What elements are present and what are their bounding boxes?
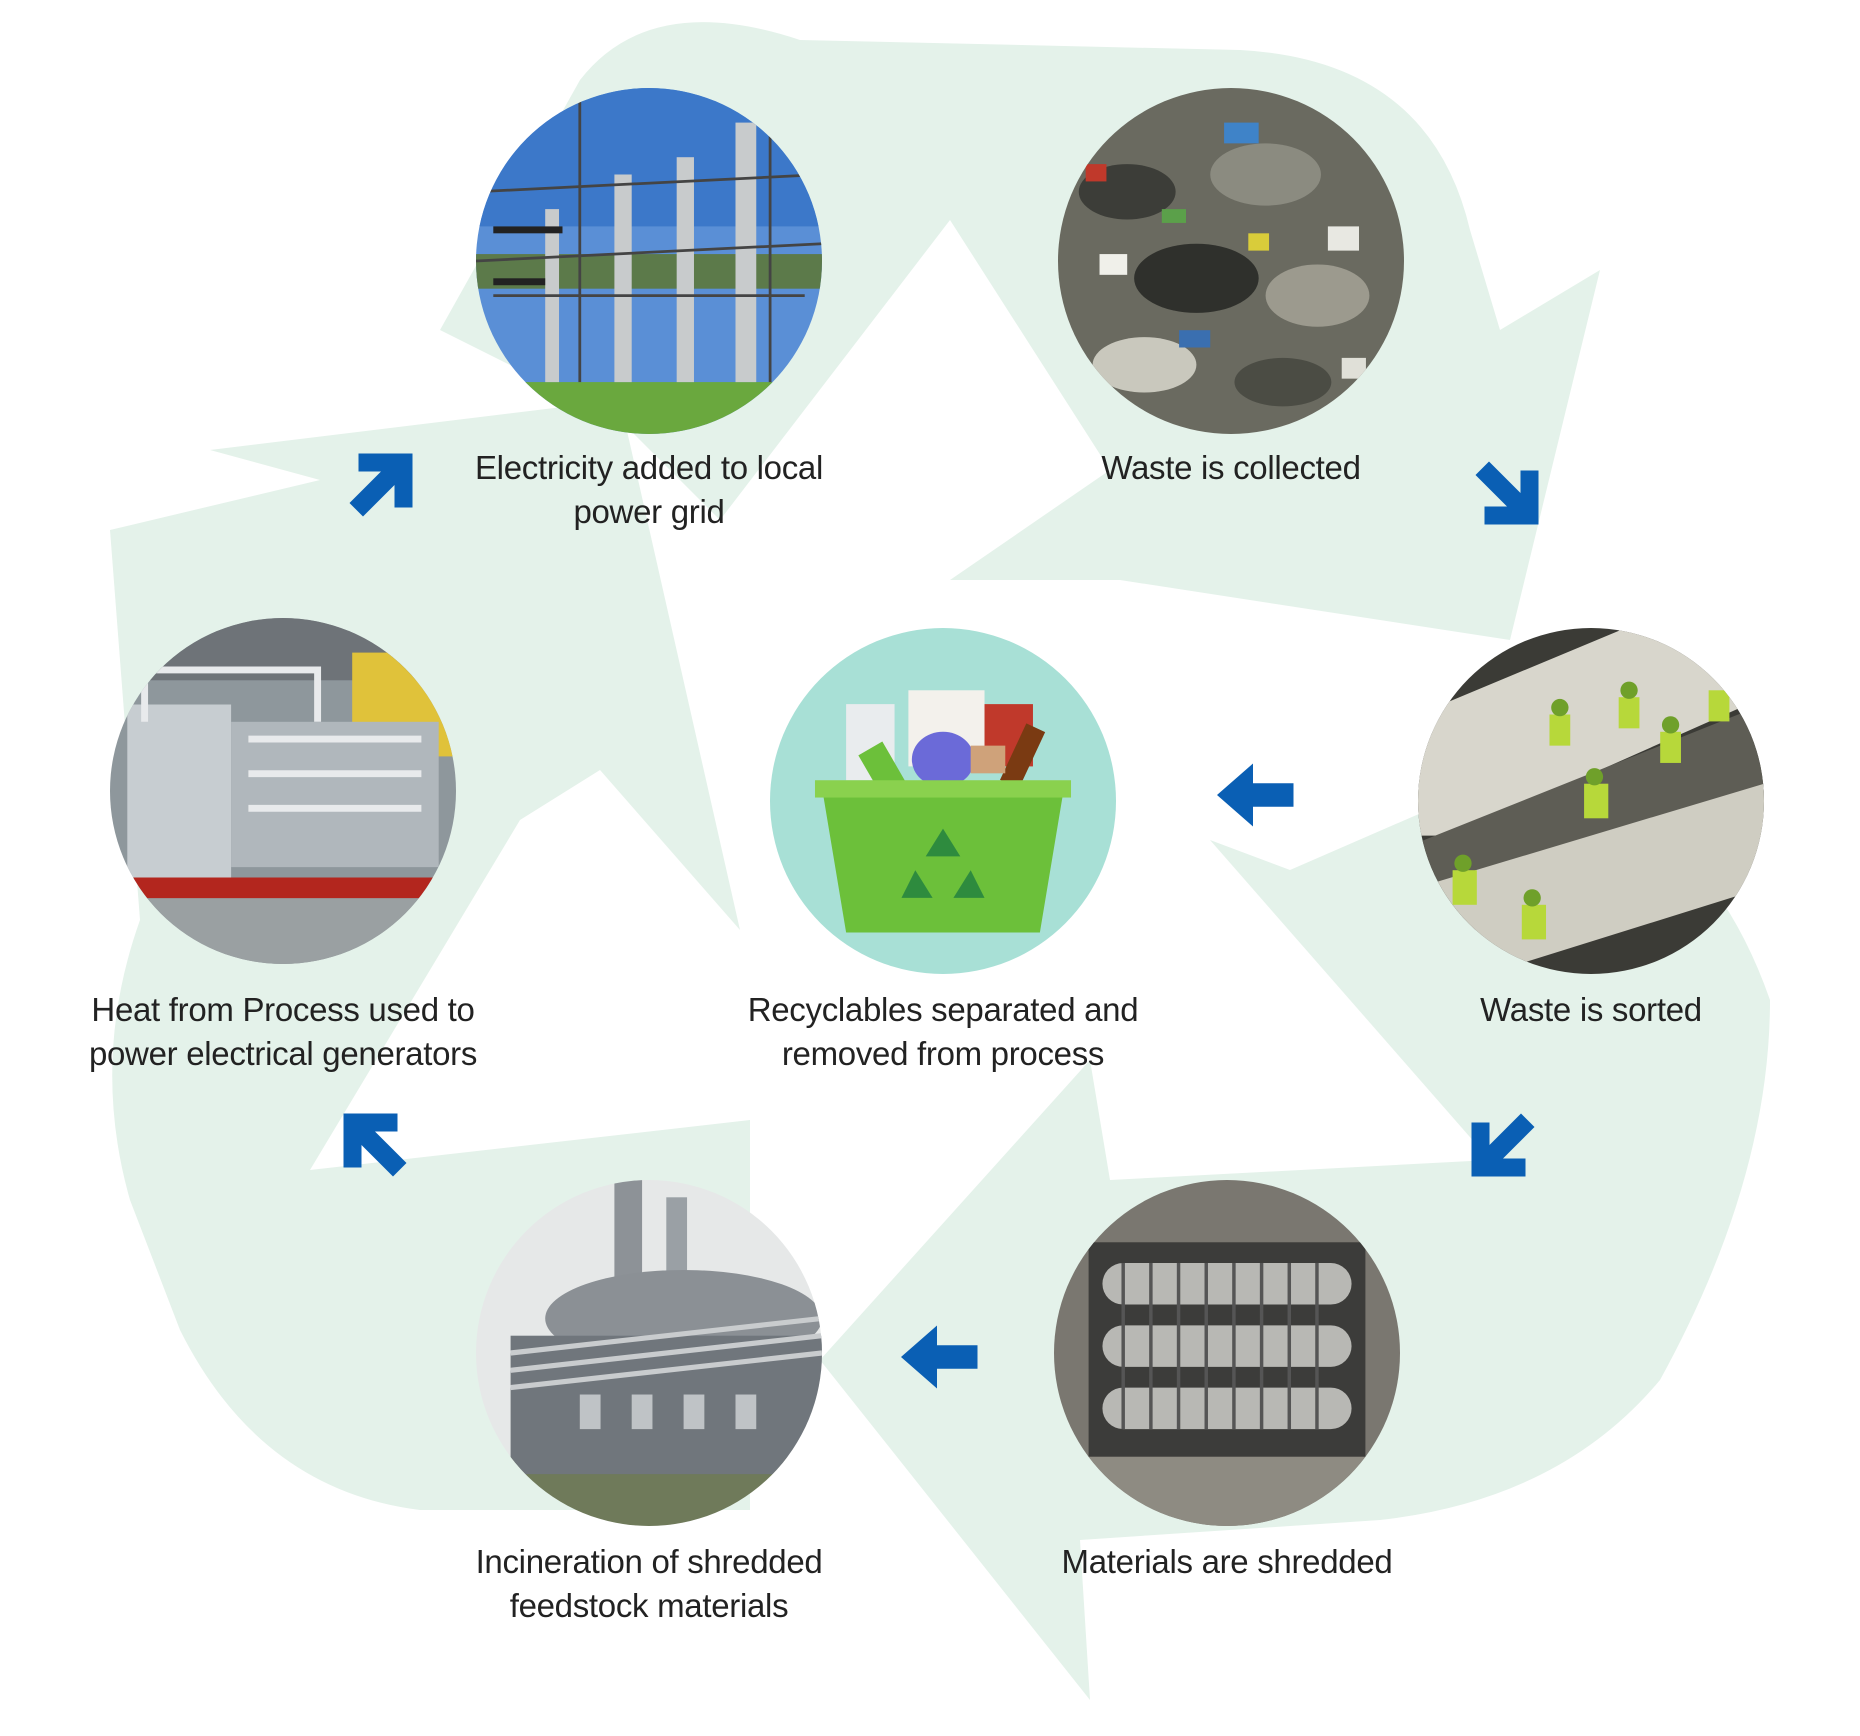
arrow-up-left-icon [330, 1100, 420, 1190]
generator-plant-photo [110, 618, 456, 964]
arrow-left-icon [1208, 750, 1298, 840]
step-label-heat-generators: Heat from Process used to power electric… [88, 991, 478, 1072]
arrow-down-right-icon [1462, 448, 1552, 538]
sorting-line-photo [1418, 628, 1764, 974]
shredder-photo [1054, 1180, 1400, 1526]
step-label-materials-shredded: Materials are shredded [1061, 1543, 1393, 1580]
arrow-down-left-icon [1458, 1100, 1548, 1190]
center-label-recyclables: Recyclables separated and removed from p… [747, 991, 1139, 1072]
arrow-left-icon [892, 1312, 982, 1402]
garbage-pile-photo [1058, 88, 1404, 434]
incinerator-photo [476, 1180, 822, 1526]
recycling-bin-photo [770, 628, 1116, 974]
step-label-electricity-grid: Electricity added to local power grid [474, 449, 824, 530]
step-label-waste-collected: Waste is collected [1101, 449, 1361, 486]
step-label-incineration: Incineration of shredded feedstock mater… [475, 1543, 823, 1624]
step-label-waste-sorted: Waste is sorted [1480, 991, 1702, 1028]
arrow-up-right-icon [336, 440, 426, 530]
power-substation-photo [476, 88, 822, 434]
